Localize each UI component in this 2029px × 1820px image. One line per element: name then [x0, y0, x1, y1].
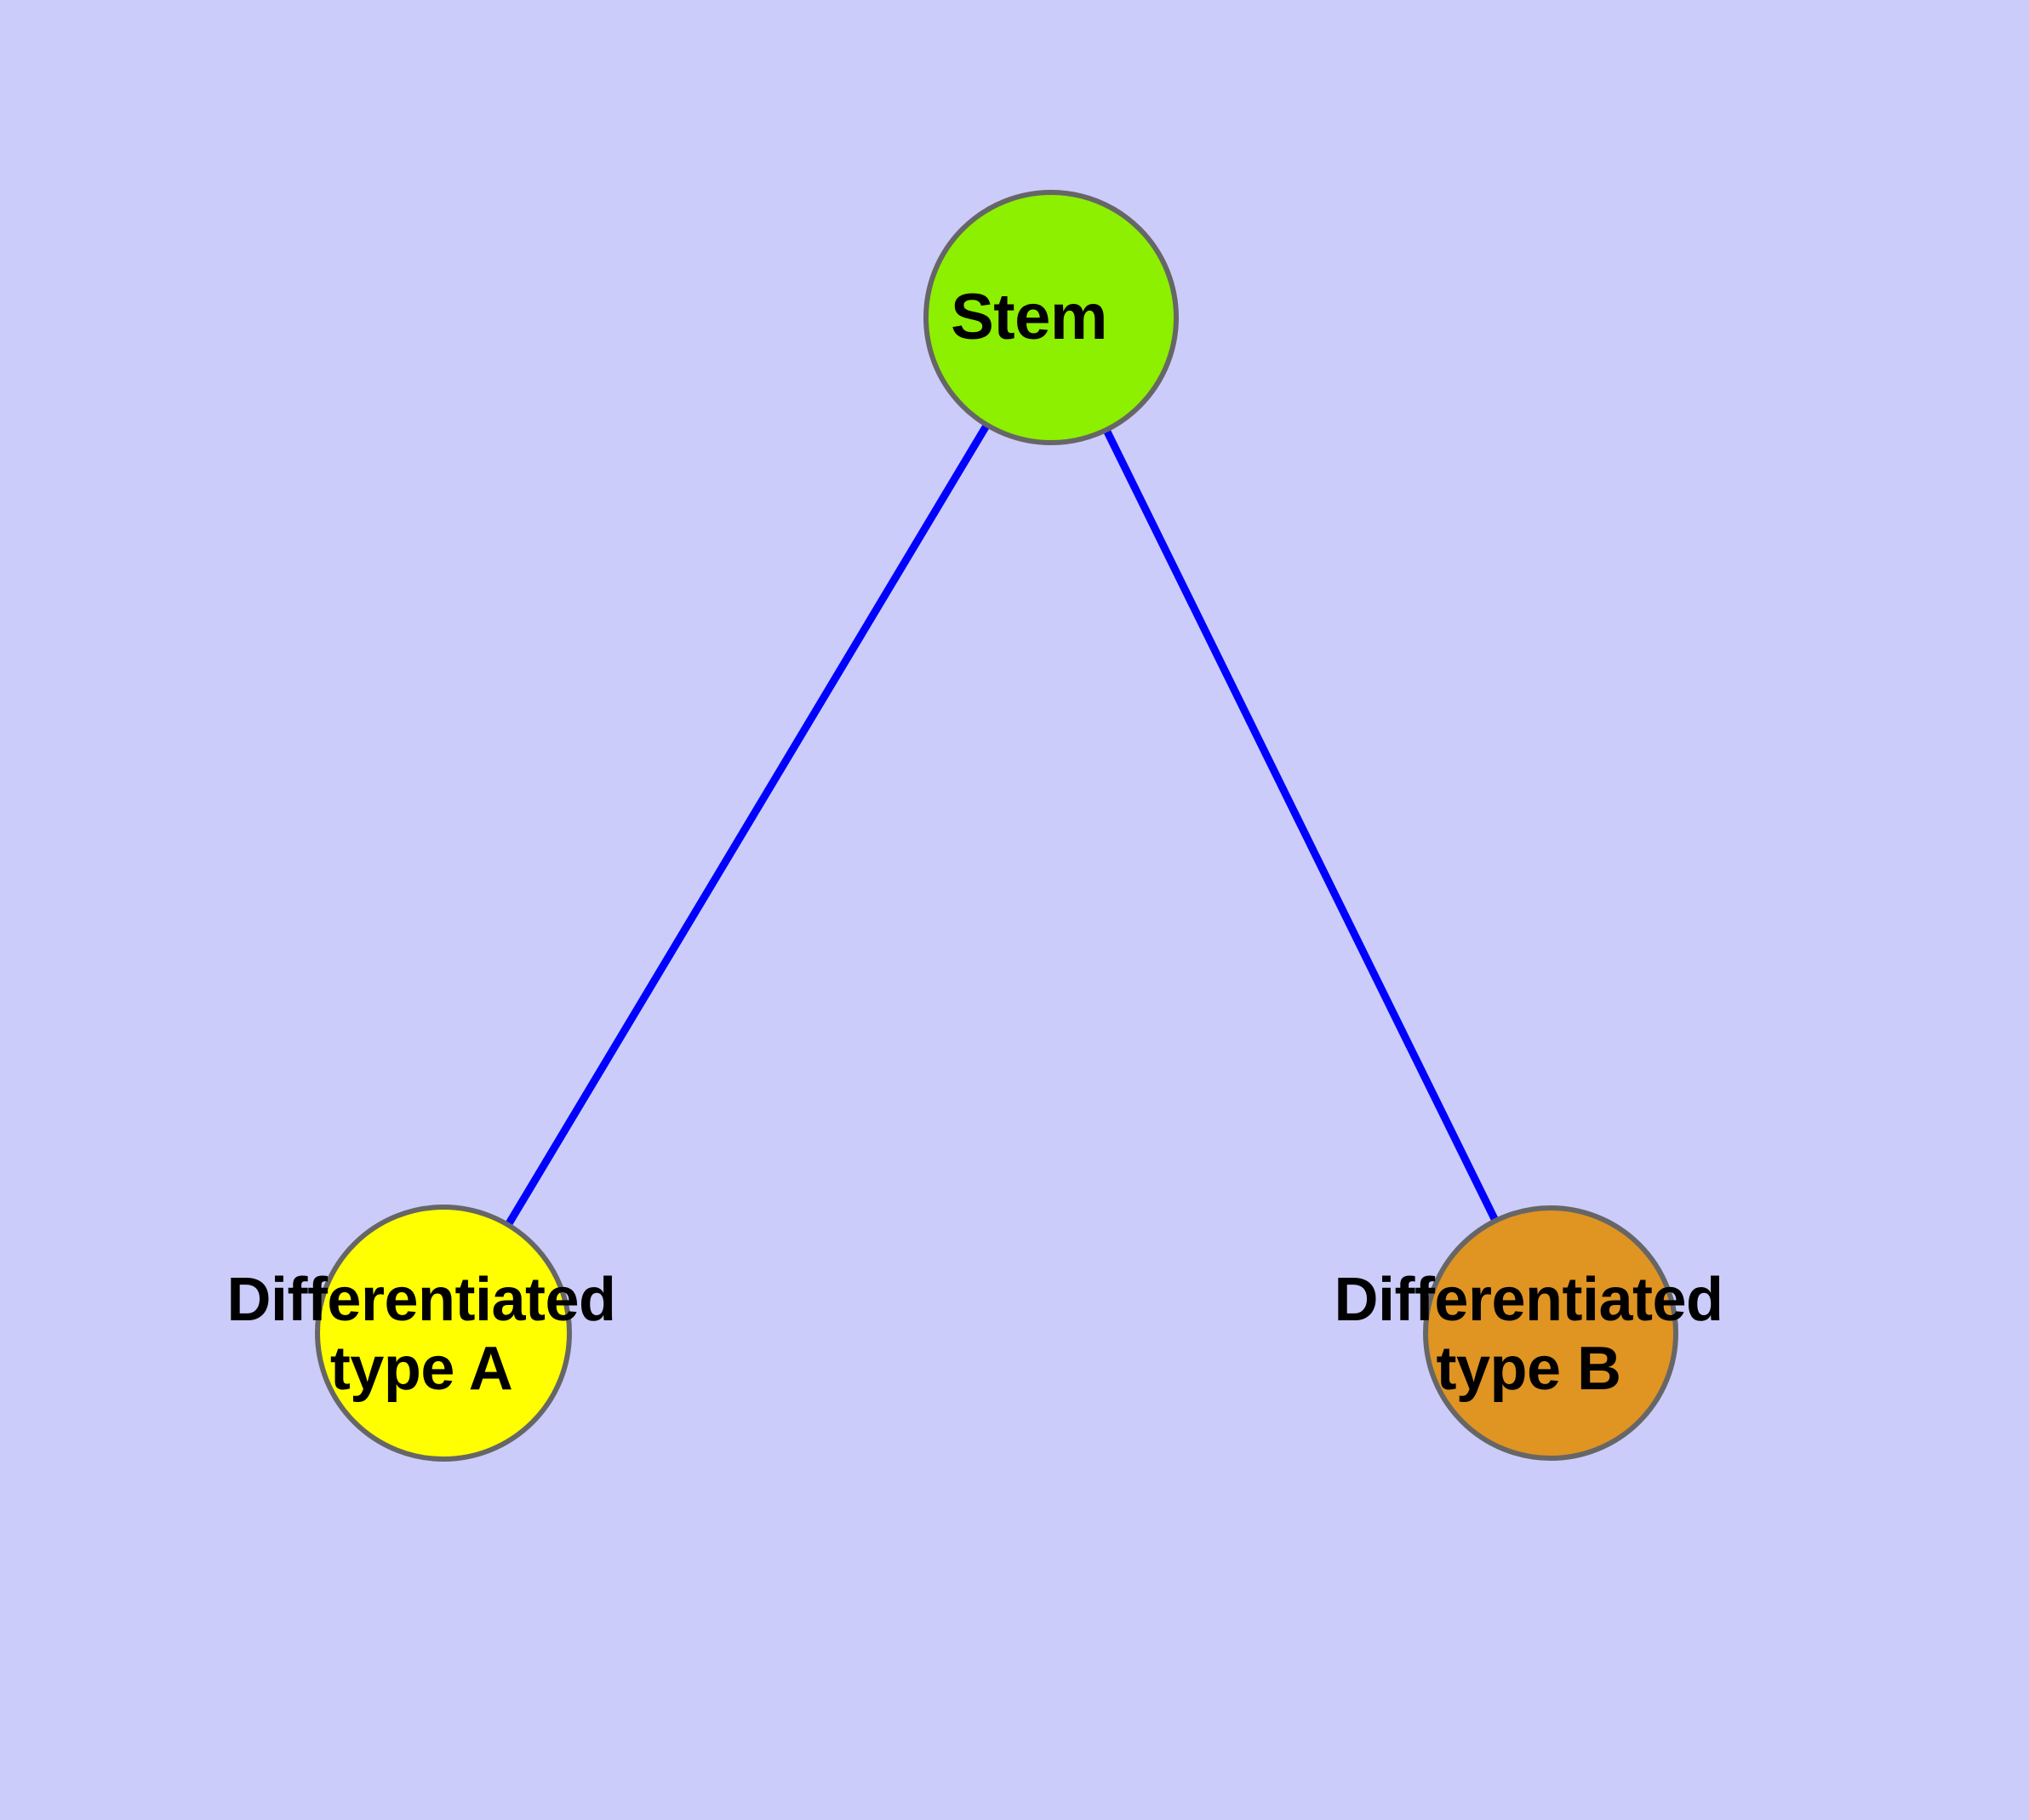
node-label-stem: Stem — [951, 281, 1107, 354]
node-label-diff-b: Differentiated type B — [1334, 1266, 1723, 1403]
node-stem[interactable] — [923, 190, 1179, 445]
edges-group — [504, 421, 1500, 1228]
node-label-diff-a: Differentiated type A — [226, 1266, 616, 1403]
edge-stem-to-diff-b — [1102, 427, 1500, 1223]
edge-stem-to-diff-a — [504, 421, 991, 1228]
node-diff-b[interactable] — [1423, 1205, 1678, 1461]
node-diff-a[interactable] — [315, 1205, 572, 1462]
